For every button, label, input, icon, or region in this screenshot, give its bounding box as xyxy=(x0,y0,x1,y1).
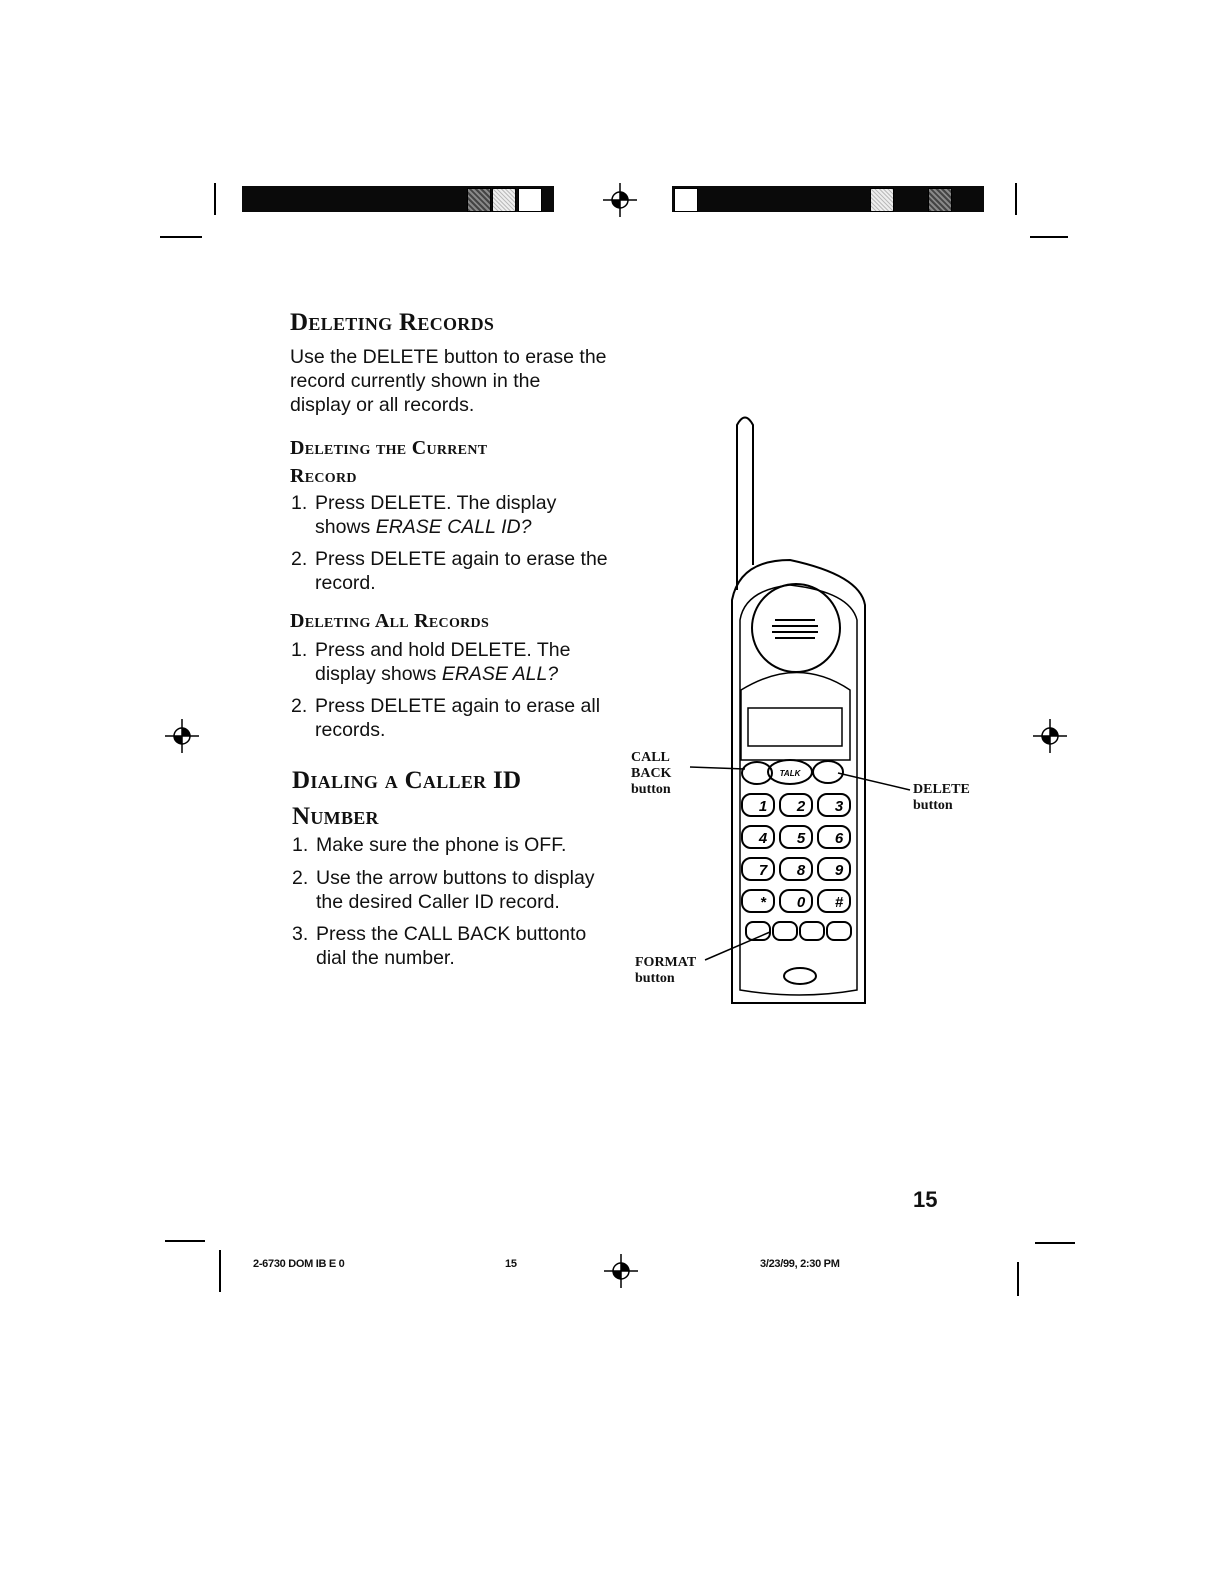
step-text: display shows xyxy=(315,663,442,685)
callout-line: FORMAT xyxy=(635,955,697,970)
step-number: 1. xyxy=(291,492,308,514)
step-text: Press DELETE. The display xyxy=(315,492,557,514)
list-item: 2. Use the arrow buttons to display the d… xyxy=(292,866,595,914)
step-text: Press the CALL BACK buttonto xyxy=(316,923,587,945)
keypad-key-label: 0 xyxy=(797,894,806,911)
callout-format: FORMAT button xyxy=(635,955,696,987)
step-number: 1. xyxy=(291,639,308,661)
step-text: Press DELETE again to erase all xyxy=(315,695,601,717)
registration-target-icon xyxy=(603,183,637,217)
keypad-key xyxy=(817,825,851,849)
step-text: Use the arrow buttons to display xyxy=(316,867,595,889)
footer-file-name: 2-6730 DOM IB E 0 xyxy=(253,1258,345,1270)
list-item: 1. Make sure the phone is OFF. xyxy=(292,833,566,857)
crop-mark xyxy=(165,1240,205,1242)
step-text: record. xyxy=(315,572,376,594)
display-message: ERASE CALL ID? xyxy=(375,516,532,538)
footer-page-number: 15 xyxy=(505,1258,517,1270)
list-item: 1. Press and hold DELETE. The display sho… xyxy=(291,638,570,686)
registration-target-icon xyxy=(604,1254,638,1288)
keypad-key xyxy=(741,889,775,913)
keypad-key-label: 8 xyxy=(797,862,806,879)
registration-target-icon xyxy=(165,719,199,753)
keypad-key-label: 6 xyxy=(835,830,844,847)
list-item: 1. Press DELETE. The display shows ERASE … xyxy=(291,491,556,539)
section-heading-dialing: Dialing a Caller ID Number xyxy=(292,763,521,835)
crop-mark xyxy=(1035,1242,1075,1244)
subheading-line: Deleting the Current xyxy=(290,437,488,459)
callout-line: BACK xyxy=(631,766,672,781)
footer-timestamp: 3/23/99, 2:30 PM xyxy=(760,1258,840,1270)
crop-mark xyxy=(1015,183,1017,215)
keypad-key-label: # xyxy=(835,894,844,911)
step-number: 1. xyxy=(292,834,309,856)
intro-line: display or all records. xyxy=(290,394,475,416)
keypad-key xyxy=(779,793,813,817)
keypad-key-label: 4 xyxy=(758,830,768,847)
crop-mark xyxy=(160,236,202,238)
step-number: 2. xyxy=(292,867,309,889)
callout-call-back: CALL BACK button xyxy=(631,750,671,798)
keypad-key xyxy=(779,857,813,881)
step-text: shows xyxy=(315,516,376,538)
keypad-key xyxy=(741,857,775,881)
callout-line: button xyxy=(913,798,953,813)
talk-key-label: TALK xyxy=(780,769,802,778)
display-message: ERASE ALL? xyxy=(441,663,559,685)
list-item: 2. Press DELETE again to erase all record… xyxy=(291,694,600,742)
heading-line: Number xyxy=(292,803,379,830)
keypad-key xyxy=(779,889,813,913)
keypad-key xyxy=(741,825,775,849)
keypad-key-label: 7 xyxy=(759,862,768,879)
step-text: dial the number. xyxy=(316,947,455,969)
step-text: Press and hold DELETE. The xyxy=(315,639,571,661)
intro-line: Use the DELETE button to erase the xyxy=(290,346,607,368)
section-heading-deleting-records: Deleting Records xyxy=(290,309,495,336)
step-text: records. xyxy=(315,719,386,741)
keypad-key xyxy=(741,793,775,817)
step-text: the desired Caller ID record. xyxy=(316,891,560,913)
keypad-key-label: 9 xyxy=(835,862,844,879)
cordless-phone-illustration: TALK 1 2 3 4 5 6 7 8 9 * 0 # xyxy=(689,416,911,1004)
registration-bar-left xyxy=(242,186,554,212)
heading-line: Dialing a Caller ID xyxy=(292,767,522,794)
keypad-key xyxy=(817,889,851,913)
step-text: Press DELETE again to erase the xyxy=(315,548,608,570)
subheading-deleting-current-record: Deleting the Current Record xyxy=(290,434,487,490)
keypad-key-label: 2 xyxy=(796,798,806,815)
intro-line: record currently shown in the xyxy=(290,370,541,392)
callout-line: button xyxy=(631,782,671,797)
callout-line: button xyxy=(635,971,675,986)
keypad-key xyxy=(779,825,813,849)
list-item: 3. Press the CALL BACK buttonto dial the … xyxy=(292,922,586,970)
callout-line: DELETE xyxy=(913,782,970,797)
step-text: Make sure the phone is OFF. xyxy=(316,834,567,856)
step-number: 2. xyxy=(291,548,308,570)
registration-bar-right xyxy=(672,186,984,212)
keypad-key-label: * xyxy=(760,894,767,911)
step-number: 2. xyxy=(291,695,308,717)
subheading-line: Record xyxy=(290,465,357,487)
intro-paragraph: Use the DELETE button to erase the recor… xyxy=(290,345,607,417)
crop-mark xyxy=(1017,1262,1019,1296)
callout-delete: DELETE button xyxy=(913,782,970,814)
keypad-key-label: 5 xyxy=(797,830,806,847)
crop-mark xyxy=(214,183,216,215)
keypad-key xyxy=(817,857,851,881)
keypad-key-label: 1 xyxy=(759,798,767,815)
list-item: 2. Press DELETE again to erase the record… xyxy=(291,547,608,595)
crop-mark xyxy=(1030,236,1068,238)
step-number: 3. xyxy=(292,923,309,945)
keypad-key xyxy=(817,793,851,817)
page-number: 15 xyxy=(913,1187,938,1212)
callout-line: CALL xyxy=(631,750,670,765)
subheading-deleting-all-records: Deleting All Records xyxy=(290,610,490,632)
crop-mark xyxy=(219,1250,221,1292)
registration-target-icon xyxy=(1033,719,1067,753)
keypad-key-label: 3 xyxy=(835,798,844,815)
